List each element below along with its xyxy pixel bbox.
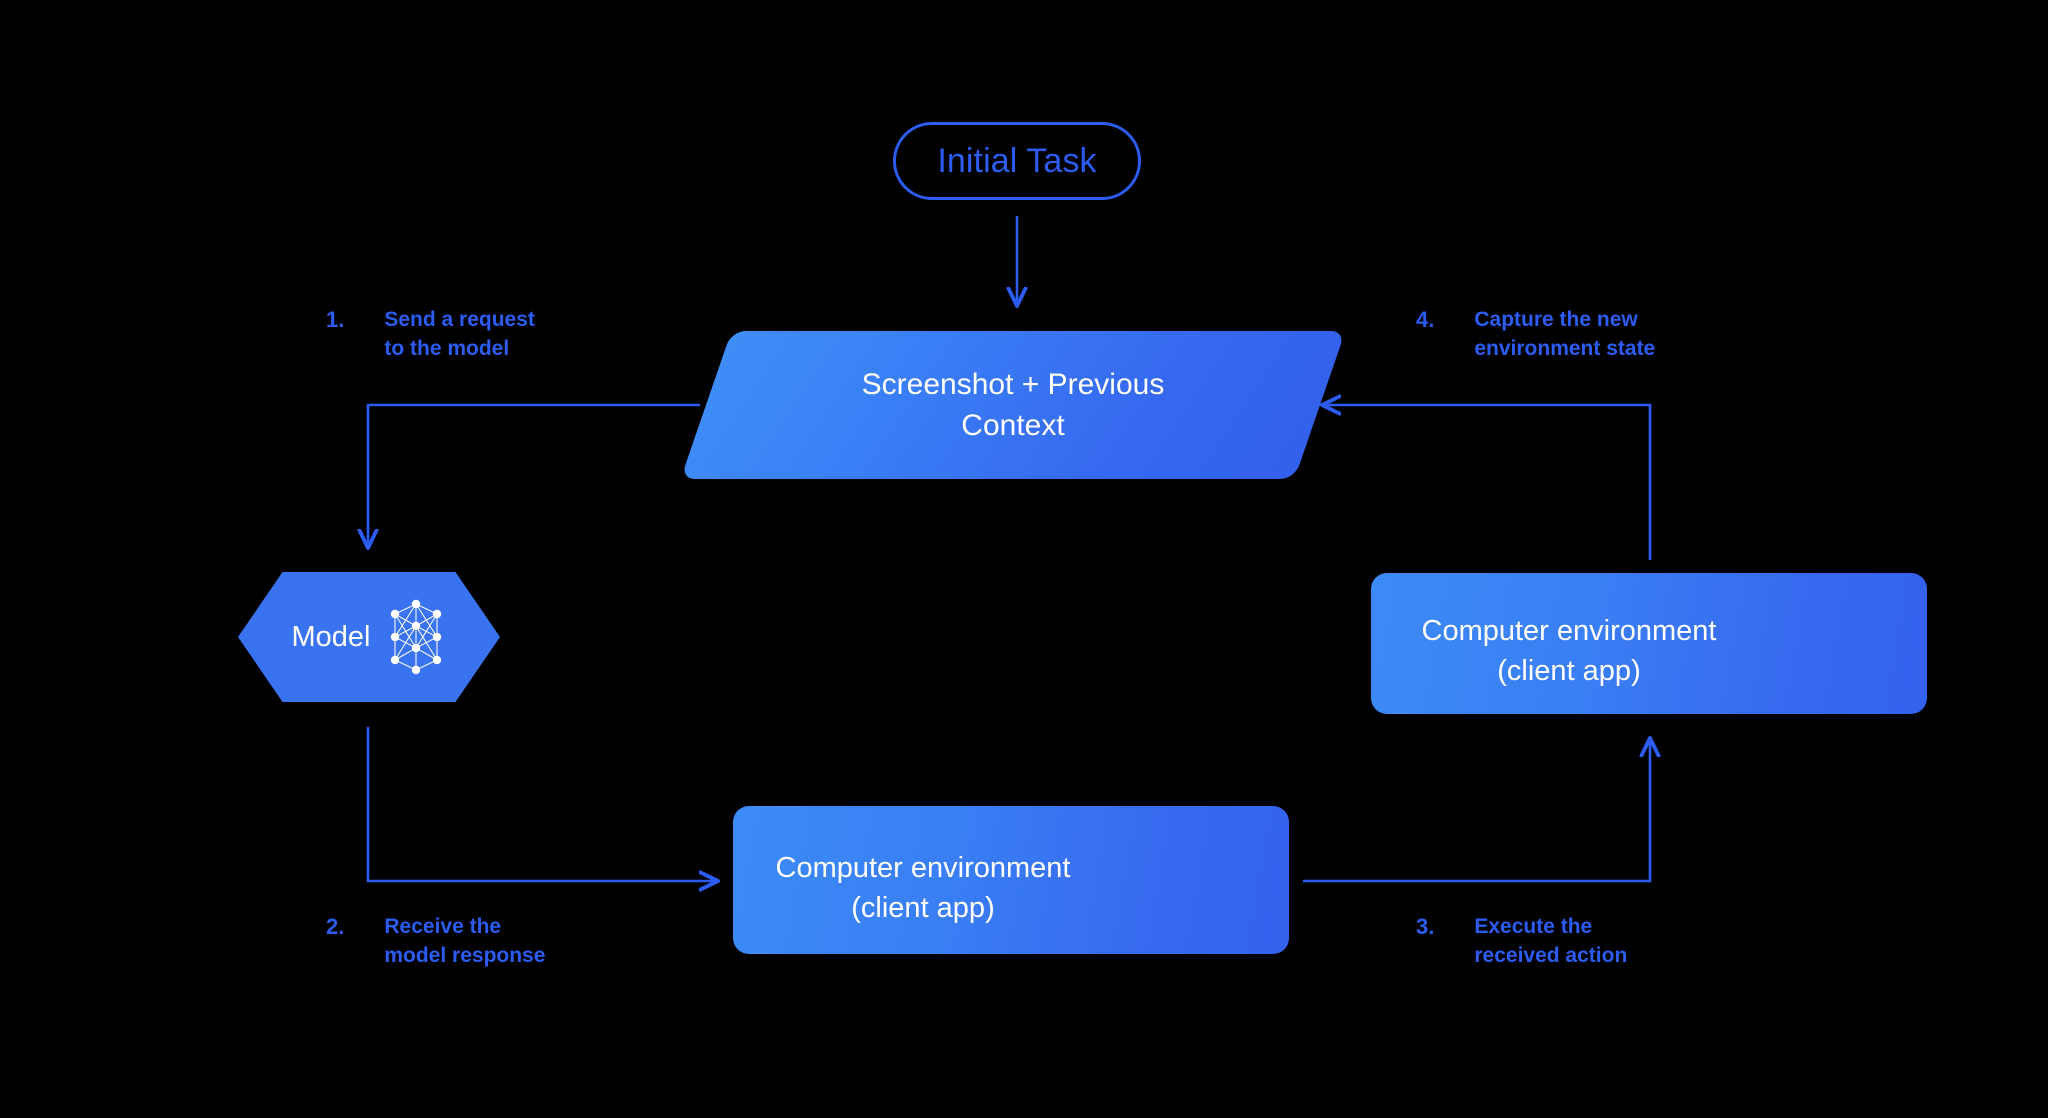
context-node-label-group: Screenshot + Previous Context: [706, 331, 1320, 479]
step-4-text: Capture the new environment state: [1474, 308, 1656, 360]
env-top-label-group: Computer environment (client app): [1389, 611, 1749, 691]
connector-model-to-env-bottom: [366, 727, 718, 881]
env-bottom-line1: Computer environment: [775, 852, 1071, 884]
model-node-content: Model: [238, 572, 500, 702]
env-top-line1: Computer environment: [1421, 615, 1717, 647]
step-1-number: 1.: [326, 307, 345, 332]
neural-network-icon: [390, 599, 441, 675]
initial-task-label: Initial Task: [937, 141, 1097, 180]
env-top-node[interactable]: Computer environment (client app) 2048.o…: [1371, 573, 1927, 714]
context-node-line1: Screenshot + Previous: [861, 368, 1165, 401]
step-2-text: Receive the model response: [384, 915, 546, 967]
step-2-label: 2. Receive the model response: [326, 912, 545, 970]
model-node-label: Model: [291, 620, 371, 653]
env-top-background: [1371, 573, 1927, 714]
initial-task-node[interactable]: Initial Task: [893, 122, 1141, 200]
env-bottom-label-group: Computer environment (client app): [743, 848, 1103, 928]
model-node-shape: [238, 572, 500, 702]
env-bottom-background: [733, 806, 1289, 954]
connector-context-to-model: [368, 403, 700, 548]
step-2-number: 2.: [326, 914, 345, 939]
step-1-label: 1. Send a request to the model: [326, 305, 535, 363]
step-4-number: 4.: [1416, 307, 1435, 332]
step-3-label: 3. Execute the received action: [1416, 912, 1627, 970]
step-3-number: 3.: [1416, 914, 1435, 939]
env-top-line2: (client app): [1497, 655, 1641, 687]
env-bottom-line2: (client app): [851, 892, 995, 924]
step-1-text: Send a request to the model: [384, 308, 535, 360]
env-bottom-node[interactable]: Computer environment (client app) Google: [733, 806, 1289, 954]
context-node-line2: Context: [961, 409, 1065, 442]
connector-env-bottom-to-env-top: [1303, 738, 1650, 883]
context-node[interactable]: Screenshot + Previous Context: [680, 331, 1346, 479]
step-4-label: 4. Capture the new environment state: [1416, 305, 1655, 363]
step-3-text: Execute the received action: [1474, 915, 1628, 967]
connector-env-top-to-context: [1322, 405, 1652, 560]
model-node[interactable]: Model: [238, 572, 500, 702]
